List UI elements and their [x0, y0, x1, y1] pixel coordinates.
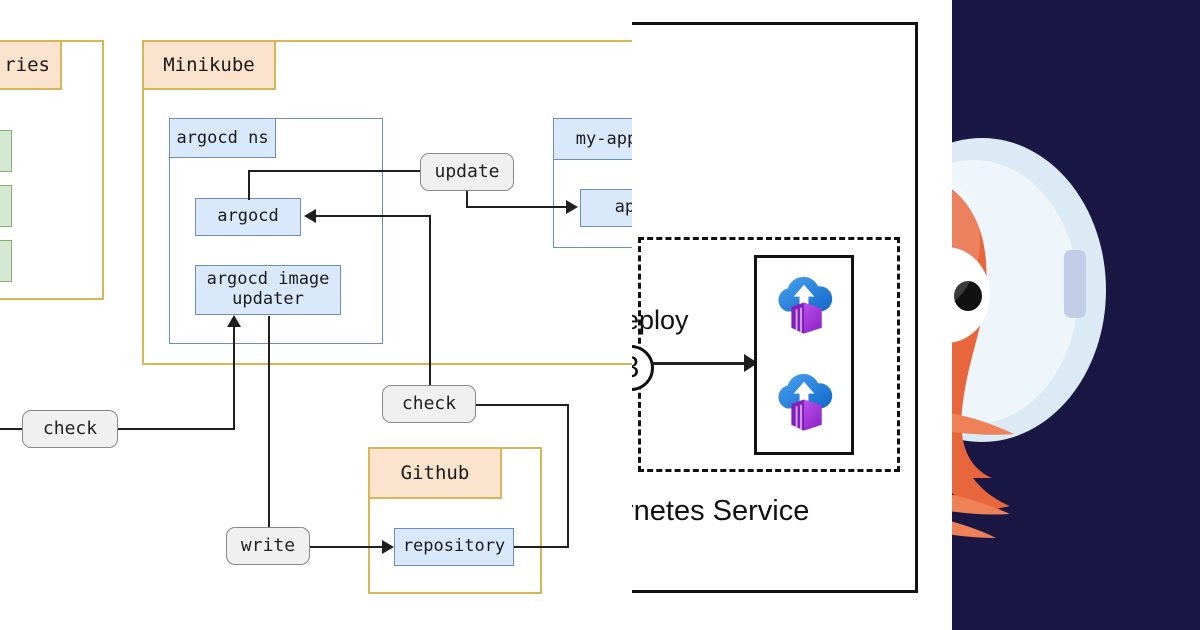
edge-argocd-to-update [248, 170, 423, 172]
deploy-arrow-line [652, 362, 748, 365]
node-argocd-image-updater-line2: updater [232, 289, 304, 309]
edge-label-check-mid-text: check [401, 392, 457, 414]
node-argocd-image-updater-line1: argocd image [206, 269, 330, 290]
group-github-title: Github [368, 447, 502, 499]
edge-check-mid-riser [429, 215, 431, 385]
arrowhead-update-to-app [566, 200, 578, 214]
edge-check-left-riser [233, 326, 235, 430]
edge-label-check-mid[interactable]: check [382, 385, 476, 423]
edge-update-drop [466, 183, 468, 208]
edge-write-to-repository [308, 546, 384, 548]
arrowhead-check-left-to-updater [227, 315, 241, 327]
node-argocd-label: argocd [217, 206, 279, 227]
group-registries-label: ries [4, 54, 50, 76]
edge-label-write[interactable]: write [226, 527, 310, 565]
node-repository[interactable]: repository [394, 528, 514, 566]
edge-label-write-text: write [240, 534, 296, 556]
edge-updater-to-write [268, 316, 270, 528]
group-argocd-ns-title: argocd ns [169, 118, 276, 158]
cloud-upload-icon [778, 276, 833, 334]
group-my-app-ns-label: my-app [575, 129, 638, 149]
edge-check-left-run [0, 428, 24, 430]
node-repository-label: repository [402, 536, 506, 557]
creature-tentacle-3 [952, 521, 996, 538]
group-minikube-title: Minikube [142, 40, 276, 90]
edge-label-check-left-text: check [42, 417, 98, 439]
helmet-highlight [952, 176, 980, 304]
creature-eye-pupil [954, 281, 982, 311]
arrowhead-check-mid-to-argocd [304, 209, 316, 223]
registry-item-2 [0, 185, 12, 227]
edge-label-update-text: update [434, 160, 500, 182]
edge-label-update[interactable]: update [420, 153, 514, 191]
registry-item-1 [0, 130, 12, 172]
mascot-panel [952, 0, 1200, 630]
edge-argocd-top-riser [248, 170, 250, 200]
group-minikube-label: Minikube [163, 54, 255, 76]
node-argocd[interactable]: argocd [195, 198, 301, 236]
group-argocd-ns [169, 118, 383, 344]
eks-caption: rnetes Service [632, 495, 810, 527]
edge-repository-to-riser [514, 546, 569, 548]
creature-tentacle-2 [952, 494, 1010, 515]
helmet-clasp [1064, 250, 1086, 318]
edge-update-to-app [466, 206, 568, 208]
arrowhead-write-to-repository [382, 540, 394, 554]
cloud-upload-icon [778, 373, 833, 431]
group-registries-title: ries [0, 40, 62, 90]
creature-tentacle-1 [952, 413, 1014, 435]
group-github-label: Github [400, 462, 470, 484]
edge-check-mid-stem [429, 363, 431, 387]
edge-check-mid-to-argocd [316, 215, 431, 217]
group-argocd-ns-label: argocd ns [176, 128, 269, 148]
registry-item-3 [0, 240, 12, 282]
node-argocd-image-updater[interactable]: argocd image updater [195, 265, 341, 315]
eks-node-box [754, 255, 854, 455]
edge-repository-riser [567, 404, 569, 548]
helmet-glass [952, 160, 1078, 424]
edge-label-check-left[interactable]: check [22, 410, 118, 448]
edge-riser-to-check-mid [472, 404, 569, 406]
edge-check-left-to-riser [118, 428, 235, 430]
astronaut-mascot-illustration [952, 0, 1200, 630]
